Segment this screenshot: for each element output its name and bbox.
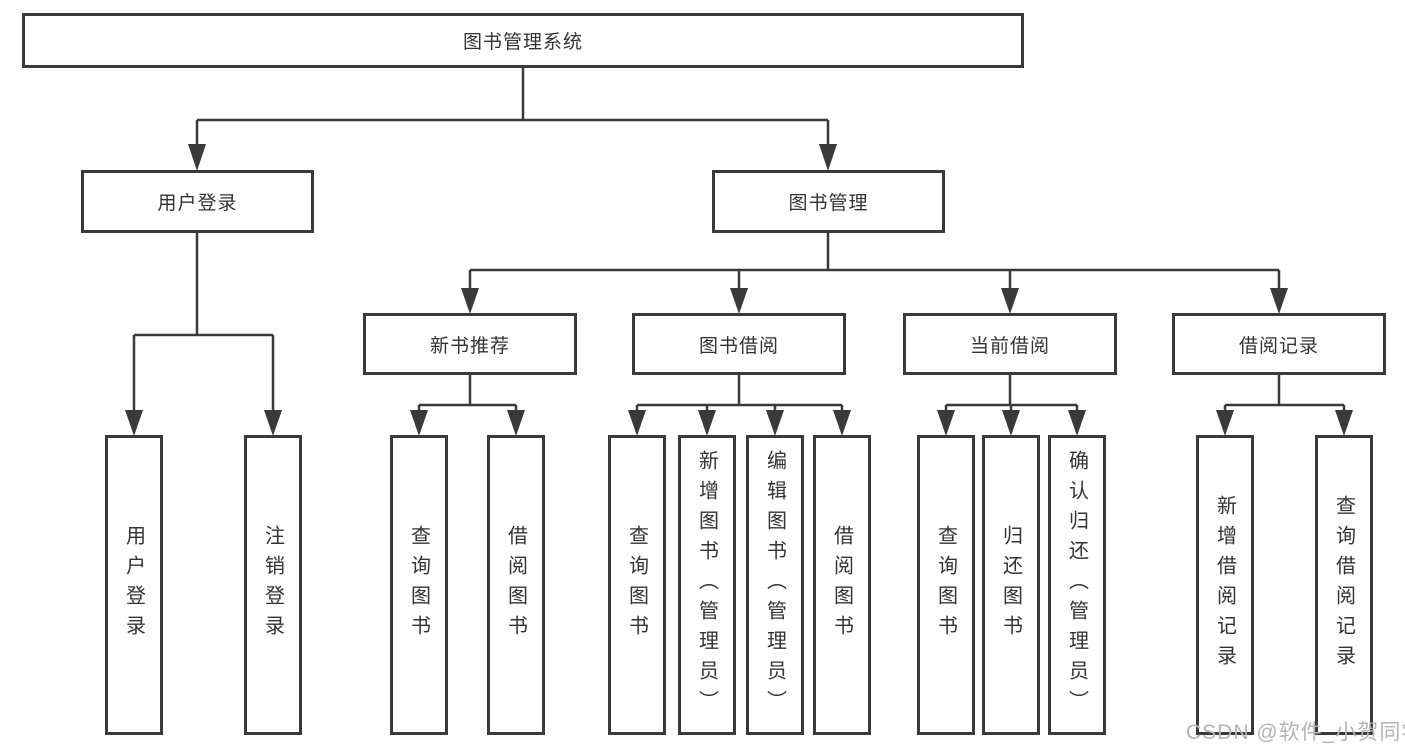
leaf-label: 查询图书 xyxy=(625,525,648,645)
node-label: 当前借阅 xyxy=(969,335,1050,357)
leaf-query-book-current: 查询图书 xyxy=(917,435,975,735)
node-label: 新书推荐 xyxy=(429,335,510,357)
leaf-add-borrow-record: 新增借阅记录 xyxy=(1196,435,1254,735)
csdn-watermark: CSDN @软件_小贺同学 xyxy=(1186,721,1405,744)
leaf-query-book-newbooks: 查询图书 xyxy=(390,435,448,735)
node-borrow-records: 借阅记录 xyxy=(1172,313,1386,375)
leaf-logout-login: 注销登录 xyxy=(244,435,302,735)
leaf-return-book: 归还图书 xyxy=(982,435,1040,735)
leaf-add-book-admin: 新增图书（管理员） xyxy=(678,435,736,735)
node-root-label: 图书管理系统 xyxy=(462,32,583,53)
leaf-borrow-book-newbooks: 借阅图书 xyxy=(487,435,545,735)
leaf-edit-book-admin: 编辑图书（管理员） xyxy=(746,435,804,735)
node-root: 图书管理系统 xyxy=(22,13,1024,68)
leaf-user-login: 用户登录 xyxy=(105,435,163,735)
leaf-confirm-return-admin: 确认归还（管理员） xyxy=(1048,435,1106,735)
node-book-management: 图书管理 xyxy=(712,170,945,233)
node-current-borrowing: 当前借阅 xyxy=(903,313,1117,375)
leaf-label: 新增图书（管理员） xyxy=(695,450,718,720)
leaf-label: 借阅图书 xyxy=(830,525,853,645)
leaf-query-book-borrowing: 查询图书 xyxy=(608,435,666,735)
leaf-label: 编辑图书（管理员） xyxy=(763,450,786,720)
node-user-login-branch: 用户登录 xyxy=(81,170,314,233)
leaf-label: 新增借阅记录 xyxy=(1213,495,1236,675)
node-label: 图书管理 xyxy=(788,193,869,214)
node-label: 借阅记录 xyxy=(1238,335,1319,357)
node-label: 图书借阅 xyxy=(698,335,779,357)
node-new-book-recommend: 新书推荐 xyxy=(363,313,577,375)
leaf-label: 确认归还（管理员） xyxy=(1065,450,1088,720)
leaf-label: 查询图书 xyxy=(407,525,430,645)
leaf-label: 借阅图书 xyxy=(504,525,527,645)
leaf-query-borrow-record: 查询借阅记录 xyxy=(1315,435,1373,735)
leaf-label: 查询借阅记录 xyxy=(1332,495,1355,675)
leaf-label: 归还图书 xyxy=(999,525,1022,645)
leaf-label: 查询图书 xyxy=(934,525,957,645)
leaf-label: 注销登录 xyxy=(261,525,284,645)
leaf-borrow-book: 借阅图书 xyxy=(813,435,871,735)
arrowheads xyxy=(125,144,1353,436)
node-book-borrowing: 图书借阅 xyxy=(632,313,846,375)
leaf-label: 用户登录 xyxy=(122,525,145,645)
node-label: 用户登录 xyxy=(157,193,238,214)
